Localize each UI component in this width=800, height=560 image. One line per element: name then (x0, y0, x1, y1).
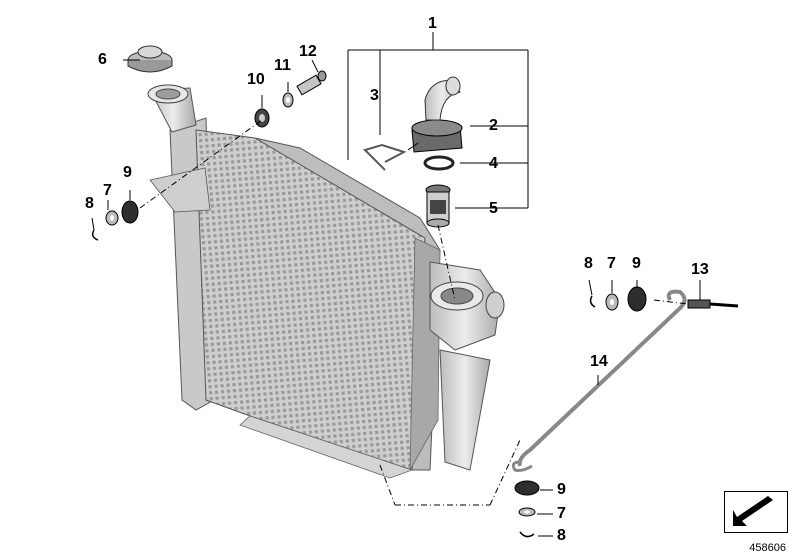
fastener-stack-left (91, 200, 139, 241)
callout-14[interactable]: 14 (590, 353, 608, 370)
fastener-stack-bottom (514, 480, 540, 538)
callout-9-right[interactable]: 9 (632, 255, 641, 272)
corner-arrow-icon (733, 496, 773, 526)
thermostat (425, 184, 451, 228)
callout-4[interactable]: 4 (489, 155, 498, 172)
leader-lines (91, 32, 701, 537)
callout-7-bottom[interactable]: 7 (557, 505, 566, 522)
o-ring (423, 155, 455, 171)
bracket-rod (517, 289, 687, 467)
spring-clip (363, 143, 407, 171)
callout-11[interactable]: 11 (274, 57, 291, 74)
callout-9-bottom[interactable]: 9 (557, 481, 566, 498)
callout-6[interactable]: 6 (98, 51, 107, 68)
assembly-axis-lines (139, 119, 689, 506)
callout-12[interactable]: 12 (299, 43, 317, 60)
callout-7-right[interactable]: 7 (607, 255, 616, 272)
fastener-stack-top (254, 70, 327, 128)
callout-8-bottom[interactable]: 8 (557, 527, 566, 544)
callout-7-left[interactable]: 7 (103, 182, 112, 199)
fastener-stack-right (589, 286, 739, 312)
callout-13[interactable]: 13 (691, 261, 709, 278)
callout-3[interactable]: 3 (370, 87, 379, 104)
callout-2[interactable]: 2 (489, 117, 498, 134)
callout-10[interactable]: 10 (247, 71, 265, 88)
diagram-id: 458606 (749, 542, 786, 554)
callout-8-right[interactable]: 8 (584, 255, 593, 272)
callout-9-left[interactable]: 9 (123, 164, 132, 181)
nav-corner-arrow-button[interactable] (724, 491, 788, 533)
radiator-cap (127, 45, 173, 73)
callout-5[interactable]: 5 (489, 200, 498, 217)
thermostat-cover (411, 76, 463, 153)
callout-8-left[interactable]: 8 (85, 195, 94, 212)
callout-1[interactable]: 1 (428, 15, 437, 32)
radiator (147, 84, 505, 479)
